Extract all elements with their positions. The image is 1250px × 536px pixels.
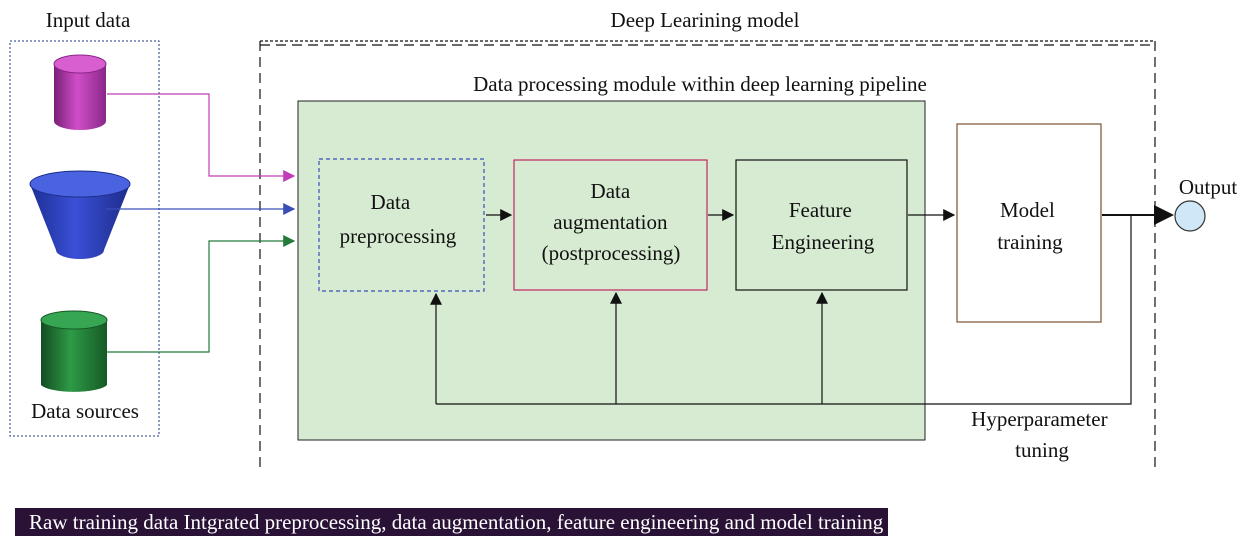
data-augmentation-box <box>513 159 708 291</box>
module-title: Data processing module within deep learn… <box>473 72 927 96</box>
hyperparameter-tuning-label: Hyperparameter tuning <box>971 407 1113 462</box>
deep-learning-model-boundary <box>259 40 1156 470</box>
data-preprocessing-box <box>318 158 485 292</box>
feature-engineering-box <box>735 159 908 291</box>
data-sources-label: Data sources <box>31 399 139 423</box>
data-funnel-icon <box>29 170 131 259</box>
model-training-label: Model training <box>997 198 1063 254</box>
input-data-label: Input data <box>46 8 131 32</box>
output-node <box>1174 200 1206 232</box>
model-training-box <box>956 123 1102 323</box>
deep-learning-model-label: Deep Learining model <box>611 8 800 32</box>
database-cylinder-green-icon <box>40 310 108 392</box>
magenta-input-connector <box>107 93 296 182</box>
database-cylinder-magenta-icon <box>53 54 107 130</box>
output-label: Output <box>1179 175 1238 199</box>
data-augmentation-label: Data augmentation (postprocessing) <box>542 179 681 265</box>
data-preprocessing-label: Data preprocessing <box>340 190 457 248</box>
hyperparameter-feedback-loop <box>436 215 1132 405</box>
green-input-connector <box>107 235 296 353</box>
feature-engineering-label: Feature Engineering <box>772 198 875 254</box>
caption-bar: Raw training data Intgrated preprocessin… <box>15 508 888 536</box>
